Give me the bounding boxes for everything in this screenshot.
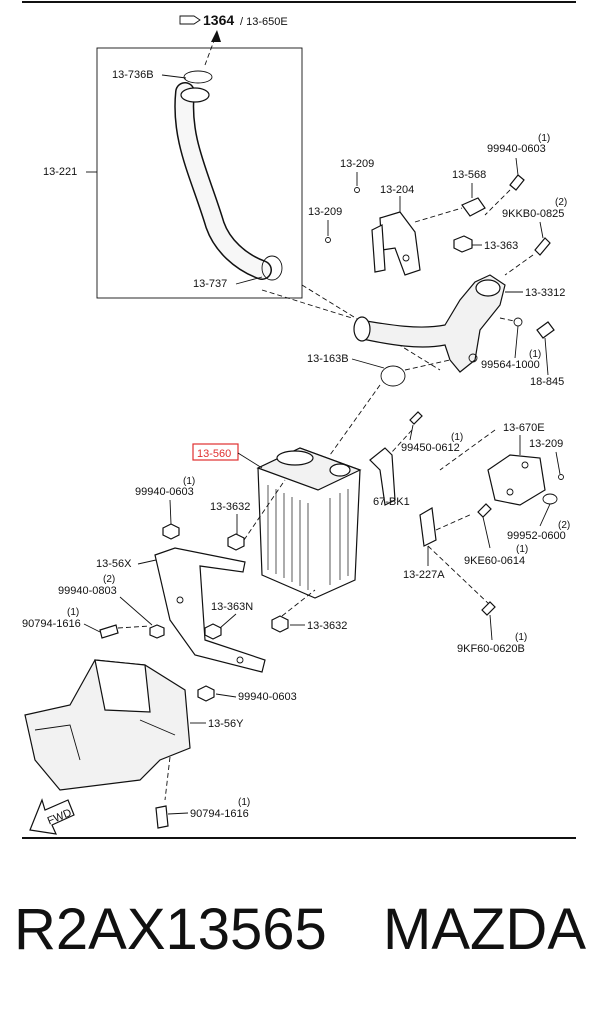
footer: R2AX13565 MAZDA <box>0 890 600 980</box>
label-13-163b: 13-163B <box>307 353 349 365</box>
bolt-99940-0603 <box>509 174 525 191</box>
ref-sub: / 13-650E <box>240 16 288 28</box>
label-99940-0603-top: 99940-0603 <box>487 143 546 155</box>
qty-99940-0803: (2) <box>103 574 115 585</box>
label-99564-1000: 99564-1000 <box>481 359 540 371</box>
bolt-9kkb0-0825 <box>534 237 551 256</box>
washer-99952-0600 <box>542 493 558 505</box>
bolt-90794-1616-bottom <box>155 805 169 829</box>
qty-99940-0603-left: (1) <box>183 476 195 487</box>
nut-13-363n <box>204 623 222 640</box>
bracket-67-bk1 <box>369 447 396 506</box>
washer-99564 <box>513 317 523 327</box>
label-18-845: 18-845 <box>530 376 564 388</box>
pipe-13-3312 <box>353 274 506 373</box>
qty-99450-0612: (1) <box>451 432 463 443</box>
label-13-56x: 13-56X <box>96 558 132 570</box>
label-99940-0603-left: 99940-0603 <box>135 486 194 498</box>
qty-90794-1616-bottom: (1) <box>238 797 250 808</box>
parts-diagram: 1364 / 13-650E 13-736B 13-221 13-737 13-… <box>22 1 576 839</box>
hose-box <box>96 47 303 299</box>
label-99940-0803: 99940-0803 <box>58 585 117 597</box>
label-13-3632-a: 13-3632 <box>210 501 250 513</box>
gasket-13-568 <box>461 197 486 217</box>
qty-9ke60-0614: (1) <box>516 544 528 555</box>
ref-main: 1364 <box>203 12 234 28</box>
oring-13-163b <box>380 365 406 387</box>
qty-9kf60-0620b: (1) <box>515 632 527 643</box>
label-90794-1616-bottom: 90794-1616 <box>190 808 249 820</box>
label-13-209-a: 13-209 <box>340 158 374 170</box>
clamp-13-737 <box>261 255 283 281</box>
clamp-13-736b <box>183 70 213 84</box>
qty-90794-1616-top: (1) <box>67 607 79 618</box>
label-9kkb0-0825: 9KKB0-0825 <box>502 208 564 220</box>
label-13-221: 13-221 <box>43 166 77 178</box>
brand-name: MAZDA <box>383 897 586 962</box>
label-13-3312: 13-3312 <box>525 287 565 299</box>
book-ref-icon <box>179 15 201 25</box>
label-99450-0612: 99450-0612 <box>401 442 460 454</box>
forward-arrow-icon: FWD <box>29 798 75 835</box>
nut-13-363 <box>453 235 473 253</box>
qty-9kkb0-0825: (2) <box>555 197 567 208</box>
label-13-3632-b: 13-3632 <box>307 620 347 632</box>
bracket-13-204 <box>371 211 421 276</box>
label-99952-0600: 99952-0600 <box>507 530 566 542</box>
reference-header: 1364 / 13-650E <box>179 12 288 28</box>
qty-99952-0600: (2) <box>558 520 570 531</box>
label-13-204: 13-204 <box>380 184 414 196</box>
qty-99564-1000: (1) <box>529 349 541 360</box>
bolt-9kf60-0620b <box>481 601 496 616</box>
bolt-90794-1616-top <box>99 624 119 639</box>
bracket-13-56x <box>154 547 266 673</box>
label-13-56y: 13-56Y <box>208 718 244 730</box>
part-number: R2AX13565 <box>14 897 327 962</box>
label-13-736b: 13-736B <box>112 69 154 81</box>
nut-99940-0603-bottom <box>197 685 215 702</box>
label-13-560: 13-560 <box>197 448 231 460</box>
qty-99940-0603-top: (1) <box>538 133 550 144</box>
label-9kf60-0620b: 9KF60-0620B <box>457 643 525 655</box>
label-99940-0603-bottom: 99940-0603 <box>238 691 297 703</box>
label-13-227a: 13-227A <box>403 569 445 581</box>
label-13-568: 13-568 <box>452 169 486 181</box>
bracket-13-670e <box>487 454 546 506</box>
label-90794-1616-top: 90794-1616 <box>22 618 81 630</box>
intercooler-13-560 <box>256 447 362 599</box>
bolt-99450-0612 <box>409 411 423 425</box>
bolt-9ke60-0614 <box>477 503 492 518</box>
nut-13-3632-b <box>271 615 289 633</box>
ref-arrow-icon <box>211 30 221 42</box>
label-13-737: 13-737 <box>193 278 227 290</box>
label-9ke60-0614: 9KE60-0614 <box>464 555 525 567</box>
label-13-209-b: 13-209 <box>308 206 342 218</box>
intake-hose <box>174 70 283 281</box>
nut-99940-0603-left <box>162 523 180 540</box>
label-13-209-c: 13-209 <box>529 438 563 450</box>
highlight-13-560 <box>192 443 239 461</box>
label-67-bk1: 67-BK1 <box>373 496 410 508</box>
nut-13-3632-a <box>227 533 245 551</box>
ref-leader <box>204 37 216 66</box>
undercover-13-56y <box>24 659 191 791</box>
label-13-670e: 13-670E <box>503 422 545 434</box>
nut-99940-0803 <box>149 624 165 639</box>
bracket-13-227a <box>419 507 437 547</box>
sensor-18-845 <box>536 321 555 339</box>
label-13-363n: 13-363N <box>211 601 253 613</box>
label-13-363: 13-363 <box>484 240 518 252</box>
